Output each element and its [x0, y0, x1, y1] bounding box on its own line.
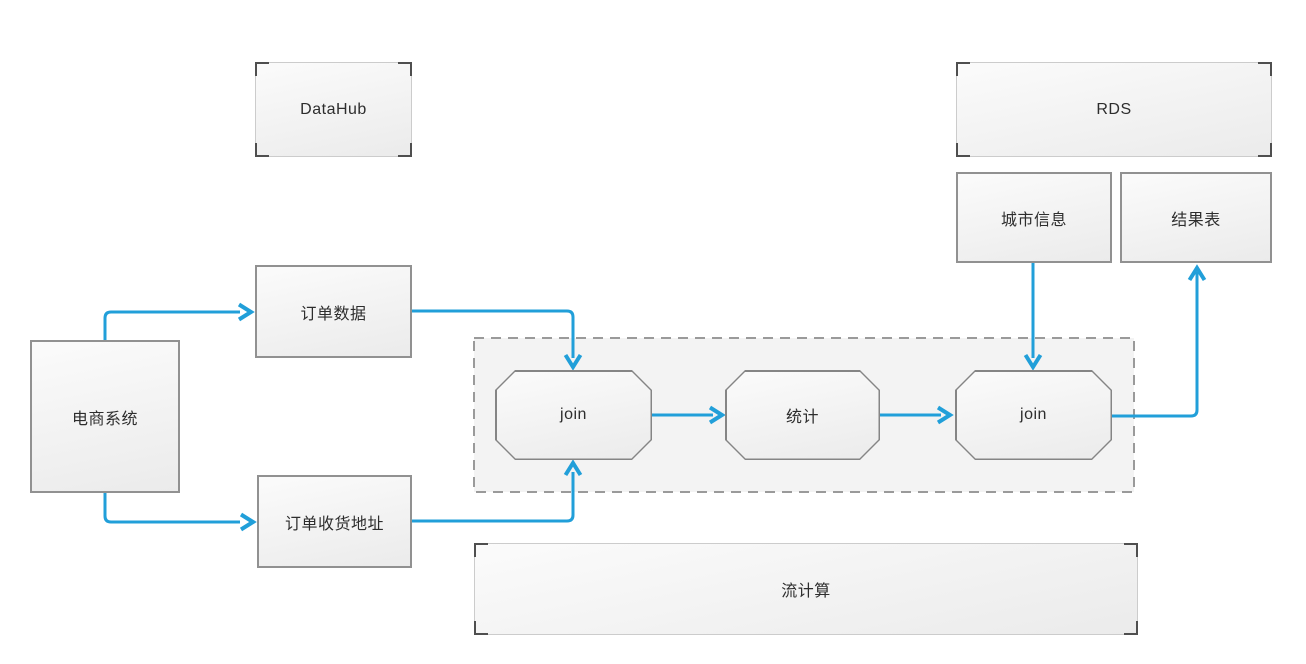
- node-city-info: 城市信息: [956, 172, 1112, 263]
- edge-join1-to-stats: [652, 405, 726, 425]
- node-join-1: join: [495, 370, 652, 460]
- node-stats: 统计: [725, 370, 880, 460]
- edge-ecommerce-to-order-shipping-address: [103, 493, 257, 532]
- edge-ecommerce-to-order-data: [103, 302, 255, 340]
- arrowhead-right-icon: [237, 302, 255, 322]
- node-label: 电商系统: [71, 410, 138, 428]
- corner-bracket-icon: [255, 143, 269, 157]
- arrowhead-right-icon: [936, 405, 954, 425]
- corner-bracket-icon: [956, 143, 970, 157]
- octagon-shape: [497, 372, 651, 459]
- corner-bracket-icon: [398, 62, 412, 76]
- edge-order-data-to-join1: [412, 309, 583, 371]
- node-rds: RDS: [956, 62, 1272, 157]
- node-order-shipping-address: 订单收货地址: [257, 475, 412, 568]
- node-label: 订单收货地址: [284, 515, 384, 533]
- arrowhead-down-icon: [563, 353, 583, 371]
- corner-bracket-icon: [956, 62, 970, 76]
- arrowhead-down-icon: [1023, 353, 1043, 371]
- node-ecommerce-system: 电商系统: [30, 340, 180, 493]
- arrowhead-up-icon: [563, 459, 583, 477]
- node-label: join: [1020, 406, 1047, 423]
- node-label: RDS: [1096, 100, 1132, 118]
- corner-bracket-icon: [398, 143, 412, 157]
- octagon-shape: [957, 372, 1111, 459]
- corner-bracket-icon: [1258, 62, 1272, 76]
- node-label: 城市信息: [1000, 211, 1067, 229]
- node-label: join: [560, 406, 587, 423]
- corner-bracket-icon: [1124, 621, 1138, 635]
- node-stream-compute: 流计算: [474, 543, 1138, 635]
- corner-bracket-icon: [1124, 543, 1138, 557]
- corner-bracket-icon: [1258, 143, 1272, 157]
- edge-city-info-to-join2: [1023, 263, 1043, 371]
- node-label: DataHub: [300, 100, 367, 118]
- node-label: 订单数据: [300, 305, 367, 323]
- node-join-2: join: [955, 370, 1112, 460]
- edge-order-shipping-address-to-join1: [412, 459, 583, 523]
- edge-join2-to-result-table: [1112, 264, 1207, 418]
- node-label: 流计算: [781, 583, 831, 600]
- node-label: 结果表: [1171, 211, 1221, 229]
- node-label: 统计: [785, 409, 819, 426]
- corner-bracket-icon: [474, 543, 488, 557]
- arrowhead-right-icon: [708, 405, 726, 425]
- arrowhead-right-icon: [239, 512, 257, 532]
- octagon-shape: [727, 372, 879, 459]
- corner-bracket-icon: [255, 62, 269, 76]
- node-datahub: DataHub: [255, 62, 412, 157]
- node-order-data: 订单数据: [255, 265, 412, 358]
- node-result-table: 结果表: [1120, 172, 1272, 263]
- arrowhead-up-icon: [1187, 264, 1207, 282]
- edge-stats-to-join2: [880, 405, 954, 425]
- corner-bracket-icon: [474, 621, 488, 635]
